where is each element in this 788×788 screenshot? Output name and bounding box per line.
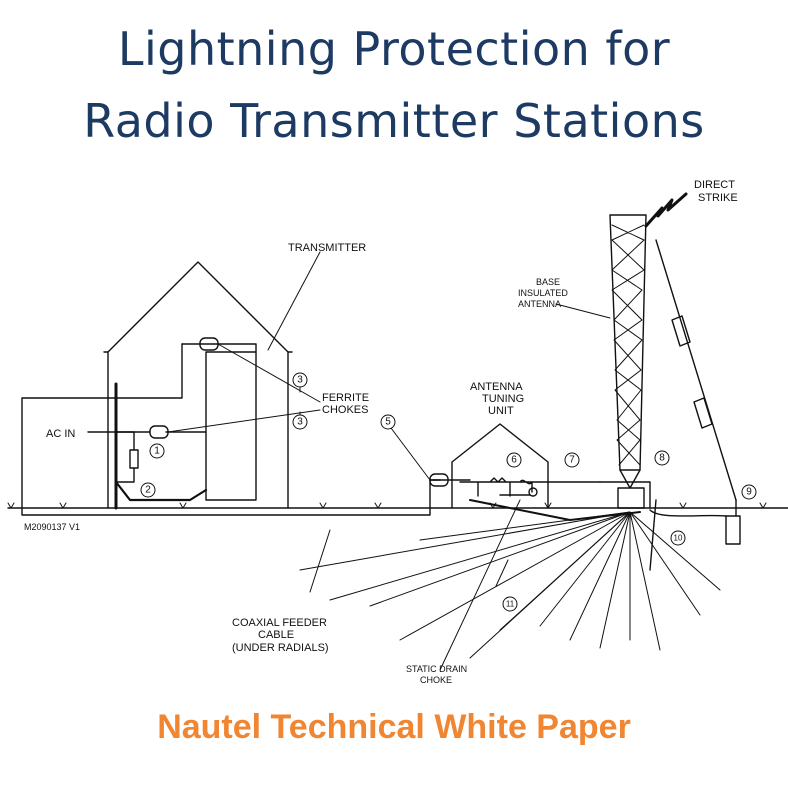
transmitter-cabinet bbox=[205, 351, 257, 501]
spark-gap-10 bbox=[649, 499, 657, 571]
callout-6 bbox=[506, 452, 522, 468]
callout-11 bbox=[502, 596, 518, 612]
callout-11-text: 11 bbox=[506, 600, 515, 609]
label-direct: DIRECT bbox=[694, 179, 735, 191]
callout-2 bbox=[140, 482, 156, 498]
resistor-1 bbox=[115, 431, 139, 483]
label-atu-antenna: ANTENNA bbox=[470, 381, 523, 393]
strike-resistor-lower bbox=[693, 397, 713, 429]
leader-lines bbox=[167, 251, 611, 671]
callout-9-text: 9 bbox=[746, 487, 752, 498]
label-static-drain: STATIC DRAIN bbox=[406, 664, 467, 674]
label-atu-tuning: TUNING bbox=[482, 393, 524, 405]
callout-2-text: 2 bbox=[145, 485, 151, 496]
callout-7-text: 7 bbox=[569, 455, 575, 466]
label-chokes: CHOKES bbox=[322, 404, 368, 416]
label-choke: CHOKE bbox=[420, 675, 452, 685]
callout-10-text: 10 bbox=[674, 534, 683, 543]
tower-lattice bbox=[611, 224, 645, 466]
atu-coil bbox=[528, 487, 538, 497]
label-transmitter: TRANSMITTER bbox=[288, 242, 366, 254]
callout-3a bbox=[292, 372, 308, 388]
label-strike: STRIKE bbox=[698, 192, 738, 204]
callout-9 bbox=[741, 484, 757, 500]
callout-3a-text: 3 bbox=[297, 375, 303, 386]
gap-lead bbox=[649, 509, 727, 517]
tower-feed bbox=[599, 481, 651, 509]
label-antenna: ANTENNA bbox=[518, 299, 561, 309]
tower-base bbox=[617, 469, 645, 509]
callout-5-text: 5 bbox=[385, 417, 391, 428]
ground-rod bbox=[725, 515, 741, 545]
transmitter-feed bbox=[21, 343, 441, 516]
label-coax-2: CABLE bbox=[258, 629, 294, 641]
lightning-bolt-icon bbox=[644, 192, 688, 228]
callout-7 bbox=[564, 452, 580, 468]
ground-bond bbox=[114, 480, 208, 502]
label-drawing-id: M2090137 V1 bbox=[24, 522, 80, 532]
label-coax-3: (UNDER RADIALS) bbox=[232, 642, 329, 654]
atu-building bbox=[451, 423, 549, 509]
callout-1 bbox=[149, 443, 165, 459]
callout-8 bbox=[654, 450, 670, 466]
antenna-tower bbox=[609, 214, 647, 471]
grass-ticks bbox=[7, 502, 767, 509]
footer-subtitle: Nautel Technical White Paper bbox=[157, 708, 631, 746]
label-ferrite: FERRITE bbox=[322, 392, 369, 404]
label-base: BASE bbox=[536, 277, 560, 287]
callout-5 bbox=[380, 414, 396, 430]
label-atu-unit: UNIT bbox=[488, 405, 514, 417]
title-line-2: Radio Transmitter Stations bbox=[83, 94, 705, 148]
callout-6-text: 6 bbox=[511, 455, 517, 466]
callout-10 bbox=[670, 530, 686, 546]
label-coax-1: COAXIAL FEEDER bbox=[232, 617, 327, 629]
label-insulated: INSULATED bbox=[518, 288, 568, 298]
atu-circuit bbox=[459, 477, 601, 497]
callout-8-text: 8 bbox=[659, 453, 665, 464]
callout-1-text: 1 bbox=[154, 446, 160, 457]
transmitter-feed-inner bbox=[181, 343, 257, 353]
transmitter-building bbox=[107, 261, 289, 509]
label-ac-in: AC IN bbox=[46, 428, 75, 440]
title-line-1: Lightning Protection for bbox=[117, 22, 671, 76]
strike-resistor-upper bbox=[671, 315, 691, 347]
strike-path bbox=[655, 239, 737, 501]
callout-3b bbox=[292, 414, 308, 430]
coax-under-radials bbox=[469, 499, 641, 521]
callout-3b-text: 3 bbox=[297, 417, 303, 428]
radials bbox=[299, 511, 721, 659]
